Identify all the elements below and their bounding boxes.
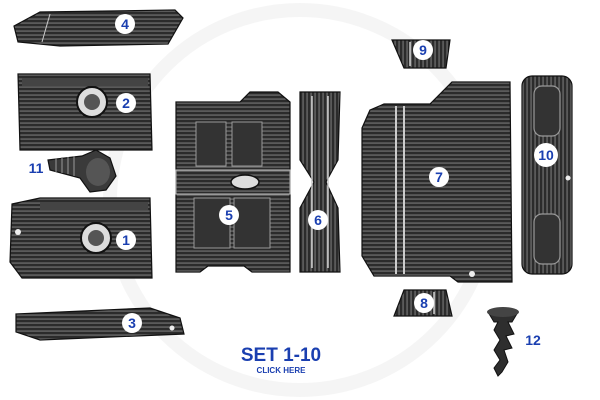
part-5-mat[interactable]: [175, 91, 291, 273]
part-3-mat[interactable]: [15, 307, 185, 341]
badge-part-2: 2: [116, 93, 136, 113]
part-12-clip[interactable]: [487, 307, 519, 377]
part-6-mat[interactable]: [299, 91, 341, 273]
svg-text:4: 4: [121, 16, 129, 32]
part-4-mat[interactable]: [13, 9, 184, 47]
svg-text:5: 5: [225, 207, 233, 223]
badge-part-4: 4: [115, 14, 135, 34]
part-10-mat[interactable]: [521, 75, 573, 275]
badge-part-9: 9: [413, 40, 433, 60]
svg-text:6: 6: [314, 212, 322, 228]
set-1-10-link[interactable]: SET 1-10 CLICK HERE: [226, 346, 336, 376]
part-2-mat[interactable]: [17, 73, 153, 151]
badge-part-10: 10: [534, 143, 558, 167]
svg-text:10: 10: [538, 147, 554, 163]
badge-part-8: 8: [414, 293, 434, 313]
badge-part-6: 6: [308, 210, 328, 230]
badge-part-7: 7: [429, 167, 449, 187]
badge-part-3: 3: [122, 313, 142, 333]
svg-text:11: 11: [29, 160, 44, 176]
svg-text:12: 12: [525, 332, 541, 348]
part-1-mat[interactable]: [9, 197, 153, 279]
badge-part-12: 12: [525, 332, 541, 348]
svg-text:8: 8: [420, 295, 428, 311]
set-click-here: CLICK HERE: [256, 366, 306, 375]
svg-text:1: 1: [122, 232, 130, 248]
badge-part-5: 5: [219, 205, 239, 225]
svg-text:9: 9: [419, 42, 427, 58]
part-11-grommet[interactable]: [47, 149, 117, 193]
svg-text:2: 2: [122, 95, 130, 111]
svg-text:3: 3: [128, 315, 136, 331]
set-title: SET 1-10: [240, 345, 322, 366]
badge-part-1: 1: [116, 230, 136, 250]
svg-text:7: 7: [435, 169, 443, 185]
badge-part-11: 11: [29, 160, 44, 176]
